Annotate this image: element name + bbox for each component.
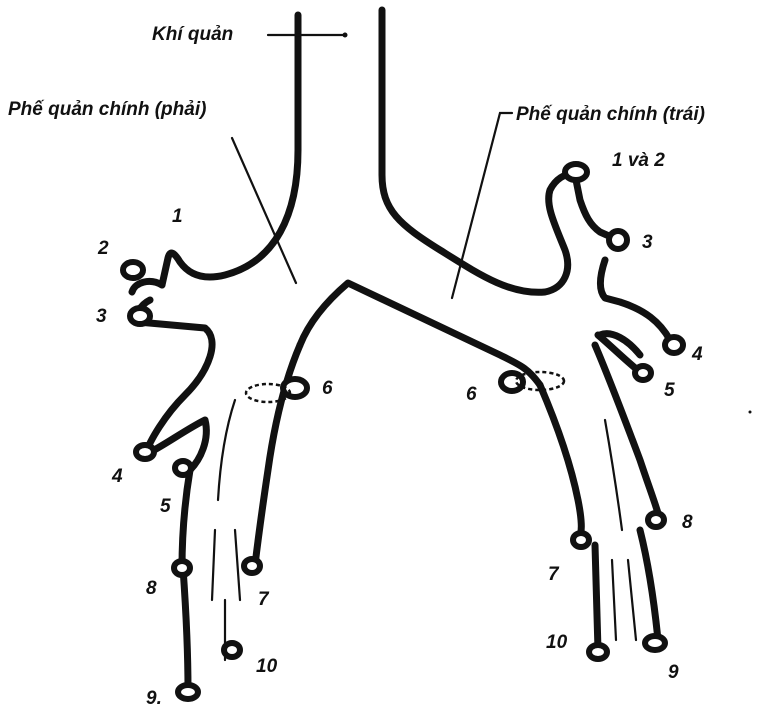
left-seg8-stub	[648, 513, 664, 527]
right-seg9-stub	[178, 685, 198, 699]
left-seg4-stub	[665, 337, 683, 353]
right-seg4-label: 4	[111, 466, 123, 487]
left-upper-lobe-outline	[575, 175, 670, 340]
left-seg8-label: 8	[682, 512, 693, 533]
left-seg7-label: 7	[548, 564, 560, 585]
left-seg7-stub	[573, 533, 589, 547]
trachea-label: Khí quản	[152, 24, 233, 45]
stray-dot	[749, 411, 752, 414]
trachea-left-wall	[162, 15, 298, 285]
carina	[300, 283, 540, 385]
right-seg1-label: 1	[172, 206, 183, 227]
right-seg7-stub	[244, 559, 260, 573]
left-main-bronchus-label: Phế quản chính (trái)	[516, 104, 705, 125]
left-seg9-stub	[645, 636, 665, 650]
left-seg10-label: 10	[546, 632, 568, 653]
right-lower-lobe-left-wall	[182, 470, 190, 690]
right-seg6-label: 6	[322, 378, 333, 399]
left-seg4-label: 4	[691, 344, 703, 365]
left-seg3-label: 3	[642, 232, 653, 253]
left-bronchus-leader-line	[452, 113, 512, 298]
left-seg5-stub	[635, 366, 651, 380]
right-seg10-stub	[224, 643, 240, 657]
left-seg5-label: 5	[664, 380, 675, 401]
right-seg7-label: 7	[258, 589, 270, 610]
right-main-bronchus-label: Phế quản chính (phải)	[8, 99, 206, 120]
right-seg2-label: 2	[97, 238, 109, 259]
left-seg3-stub	[609, 231, 627, 249]
right-seg5-label: 5	[160, 496, 171, 517]
left-lower-inner-line	[605, 420, 636, 640]
left-seg6-label: 6	[466, 384, 477, 405]
right-lower-inner-line	[212, 400, 240, 660]
right-seg8-label: 8	[146, 578, 157, 599]
right-seg10-label: 10	[256, 656, 278, 677]
left-lower-lobe-base	[595, 530, 658, 650]
right-seg3-stub	[130, 308, 150, 324]
right-seg4-stub	[136, 445, 154, 459]
trachea-leader-dot	[343, 33, 348, 38]
right-seg3-label: 3	[96, 306, 107, 327]
right-seg5-stub	[175, 461, 191, 475]
left-lower-lobe-inner-wall	[540, 385, 581, 540]
left-seg1-2-stub	[565, 164, 587, 180]
left-seg6-stub	[501, 373, 523, 391]
left-seg9-label: 9	[668, 662, 679, 683]
trachea-right-wall	[382, 10, 575, 292]
right-seg8-stub	[174, 561, 190, 575]
left-seg1-2-label: 1 và 2	[612, 150, 665, 171]
right-seg2-stub	[123, 262, 143, 278]
left-seg10-stub	[589, 645, 607, 659]
right-seg9-label: 9.	[146, 688, 162, 709]
